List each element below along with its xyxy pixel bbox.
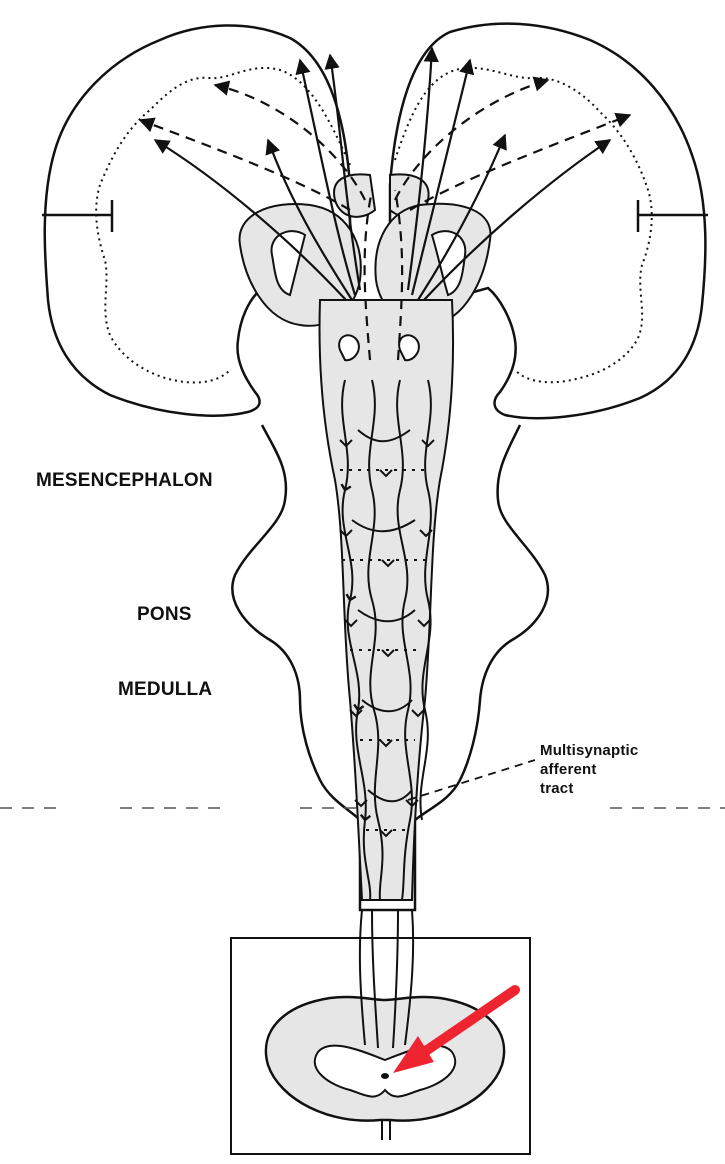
label-medulla: MEDULLA <box>118 679 212 701</box>
label-tract-line2: afferent <box>540 760 690 779</box>
label-multisynaptic-tract: Multisynaptic afferent tract <box>540 741 690 798</box>
label-tract-line1: Multisynaptic <box>540 741 690 760</box>
label-pons: PONS <box>137 604 192 626</box>
brainstem-core <box>320 300 454 900</box>
label-tract-line3: tract <box>540 779 690 798</box>
spinal-cord-section <box>266 997 504 1121</box>
tract-leader-line <box>408 760 535 800</box>
label-mesencephalon: MESENCEPHALON <box>36 470 213 492</box>
